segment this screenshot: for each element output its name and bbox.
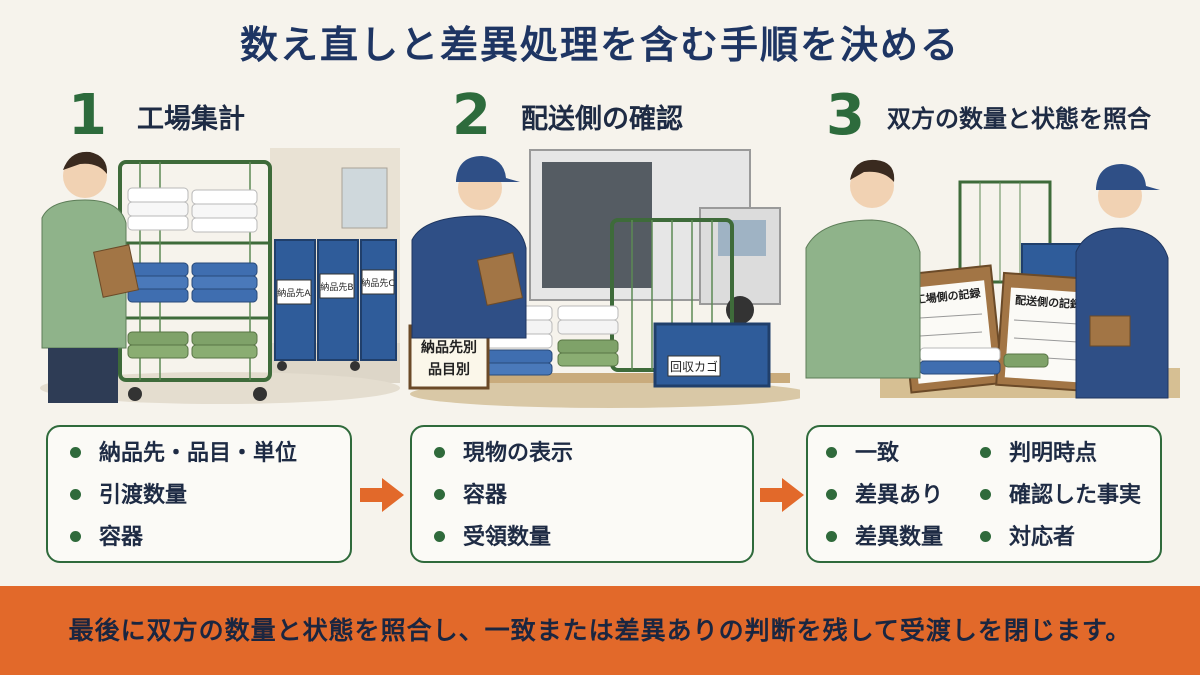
bullet-icon [434,446,445,458]
bullet-icon [980,530,991,542]
destination-carts: 納品先A 納品先B 納品先C [274,239,397,371]
step-3: 3 双方の数量と状態を照合 [826,86,1186,406]
truck-icon [529,149,781,324]
bullet-icon [70,446,81,458]
list-item: 受領数量 [434,517,573,559]
step-1-checklist: 納品先・品目・単位 引渡数量 容器 [46,425,352,563]
step-1-title: 工場集計 [136,103,245,135]
factory-counting-illustration: 納品先A 納品先B 納品先C [40,148,400,404]
step-3-number: 3 [826,83,865,148]
delivery-check-illustration: 納品先別 品目別 回収カゴ [408,149,800,408]
step-1-header: 1 工場集計 [68,86,245,146]
cart-label-c: 納品先C [361,277,394,289]
list-item: 容器 [70,517,297,559]
bullet-icon [980,488,991,500]
list-item: 差異数量 [826,517,943,559]
list-item: 納品先・品目・単位 [70,433,297,475]
reconciliation-illustration: 工場側の記録 配送側の記録 [805,159,1180,399]
step-3-header: 3 双方の数量と状態を照合 [826,86,1151,146]
factory-record-label: 工場側の記録 [914,286,982,307]
laundry-cart-icon [118,160,272,401]
crate-label: 回収カゴ [670,359,718,374]
list-item: 対応者 [980,517,1141,559]
step-2-header: 2 配送側の確認 [452,86,683,146]
step-3-checklist: 一致 差異あり 差異数量 判明時点 確認した事実 対応者 [806,425,1162,563]
delivery-worker-icon [411,156,527,339]
bullet-icon [70,530,81,542]
arrow-right-icon [360,478,404,512]
bullet-icon [980,446,991,458]
list-item: 確認した事実 [980,475,1141,517]
factory-worker-icon [41,151,139,403]
cart-label-b: 納品先B [320,281,353,293]
step-2-number: 2 [452,83,491,148]
sign-line-2: 品目別 [428,362,470,378]
bullet-icon [826,530,837,542]
delivery-record-label: 配送側の記録 [1015,293,1083,312]
bullet-icon [826,446,837,458]
step-2-checklist: 現物の表示 容器 受領数量 [410,425,754,563]
list-item: 現物の表示 [434,433,573,475]
bullet-icon [826,488,837,500]
page-title: 数え直しと差異処理を含む手順を決める [239,23,960,67]
step-2: 2 配送側の確認 [452,86,772,406]
list-item: 引渡数量 [70,475,297,517]
step-2-title: 配送側の確認 [520,103,683,135]
step-1-number: 1 [68,83,107,148]
bullet-icon [434,488,445,500]
bullet-icon [434,530,445,542]
step-1: 1 工場集計 [68,86,368,406]
collection-crate-icon: 回収カゴ [653,322,771,388]
list-item: 容器 [434,475,573,517]
arrow-right-icon [760,478,804,512]
sign-line-1: 納品先別 [421,339,477,356]
delivery-worker-icon [1075,164,1169,399]
list-item: 一致 [826,433,943,475]
summary-banner: 最後に双方の数量と状態を照合し、一致または差異ありの判断を残して受渡しを閉じます… [0,586,1200,675]
cart-label-a: 納品先A [277,287,311,299]
step-3-title: 双方の数量と状態を照合 [886,104,1151,133]
bullet-icon [70,488,81,500]
factory-worker-icon [805,159,921,379]
list-item: 判明時点 [980,433,1141,475]
list-item: 差異あり [826,475,943,517]
summary-text: 最後に双方の数量と状態を照合し、一致または差異ありの判断を残して受渡しを閉じます… [68,616,1132,645]
